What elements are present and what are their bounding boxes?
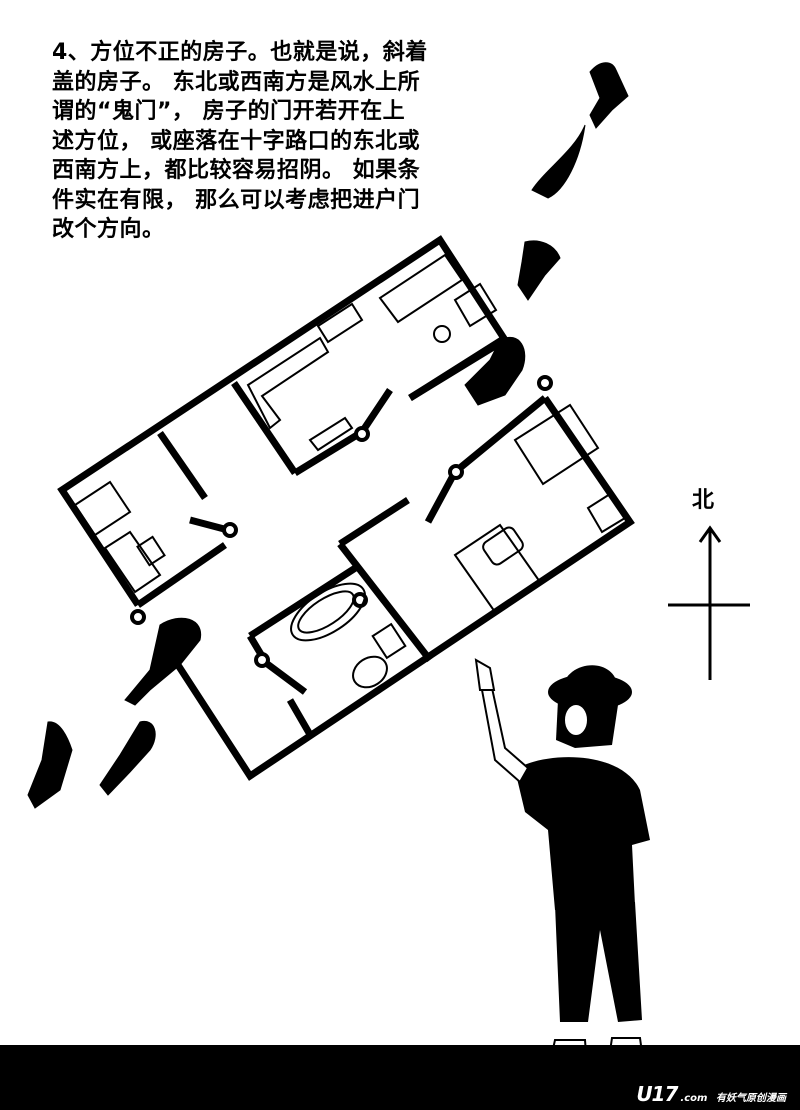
toilet (433, 325, 451, 343)
ghost-figure (517, 240, 561, 301)
door-hinge (537, 375, 553, 391)
character-pants (555, 902, 642, 1022)
interior-wall (424, 470, 459, 524)
bathtub (290, 582, 366, 642)
interior-wall (408, 335, 507, 401)
interior-wall (293, 429, 364, 476)
watermark-slogan: 有妖气原创漫画 (716, 1093, 786, 1104)
interior-wall (248, 562, 362, 639)
ghost-figure (124, 617, 202, 706)
interior-wall (338, 497, 410, 547)
interior-wall (452, 395, 548, 475)
interior-wall (231, 381, 298, 475)
caption-text: 4、方位不正的房子。也就是说，斜着 盖的房子。 东北或西南方是风水上所 谓的“鬼… (52, 38, 482, 245)
door-hinges (130, 375, 553, 668)
watermark-logo: U17.com 有妖气原创漫画 (636, 1082, 786, 1106)
interior-wall (259, 657, 308, 695)
door-hinge (130, 609, 146, 625)
interior-wall (286, 698, 316, 740)
toilet (352, 655, 388, 689)
compass (668, 525, 750, 680)
door-hinge (222, 522, 238, 538)
watermark-domain: .com (680, 1093, 708, 1104)
ghost-figure (99, 720, 156, 796)
shelf (308, 416, 354, 452)
caption-line: 西南方上，都比较容易招阴。 如果条 (52, 158, 421, 183)
north-arrow-icon (698, 525, 722, 543)
ghost-figure (464, 336, 526, 406)
door-hinge (448, 464, 464, 480)
table (316, 302, 364, 344)
desk (103, 530, 162, 594)
character-face (563, 703, 589, 737)
door-hinge (254, 652, 270, 668)
bed (378, 253, 464, 324)
bed (73, 480, 132, 537)
character (474, 658, 650, 1087)
caption-line: 件实在有限， 那么可以考虑把进户门 (52, 187, 421, 213)
character-shirt (515, 757, 650, 910)
bed (513, 403, 600, 486)
pillow (482, 526, 524, 566)
character-hat-crown (562, 665, 618, 690)
interior-wall (359, 388, 393, 434)
interior-wall (189, 516, 229, 534)
ghost-figure (531, 124, 586, 199)
caption-line: 谓的“鬼门”， 房子的门开若开在上 (52, 99, 406, 124)
caption-line: 4、方位不正的房子。也就是说，斜着 (52, 40, 428, 65)
north-label: 北 (692, 488, 715, 513)
interior-wall (157, 431, 208, 500)
interior-wall (136, 542, 227, 608)
sink (371, 622, 407, 660)
caption-line: 述方位， 或座落在十字路口的东北或 (52, 128, 421, 154)
floor-plan (57, 235, 635, 781)
cabinet (453, 282, 498, 328)
ghost-silhouettes (27, 62, 629, 809)
ghost-figure (589, 62, 629, 129)
sofa (246, 336, 330, 430)
caption-line: 改个方向。 (52, 217, 165, 242)
ghost-figure (27, 721, 73, 809)
watermark-mark: U17 (636, 1082, 678, 1106)
ground-strip (0, 1045, 800, 1110)
furniture (73, 253, 627, 689)
character-arm (480, 686, 530, 784)
character-hand (474, 658, 496, 691)
outer-wall (175, 396, 635, 781)
wardrobe (586, 492, 627, 534)
bed (453, 523, 542, 614)
bathtub-inner (297, 590, 355, 634)
caption-line: 盖的房子。 东北或西南方是风水上所 (52, 69, 421, 95)
chair (136, 535, 166, 567)
door-hinge (354, 426, 370, 442)
interior-wall (337, 541, 433, 663)
